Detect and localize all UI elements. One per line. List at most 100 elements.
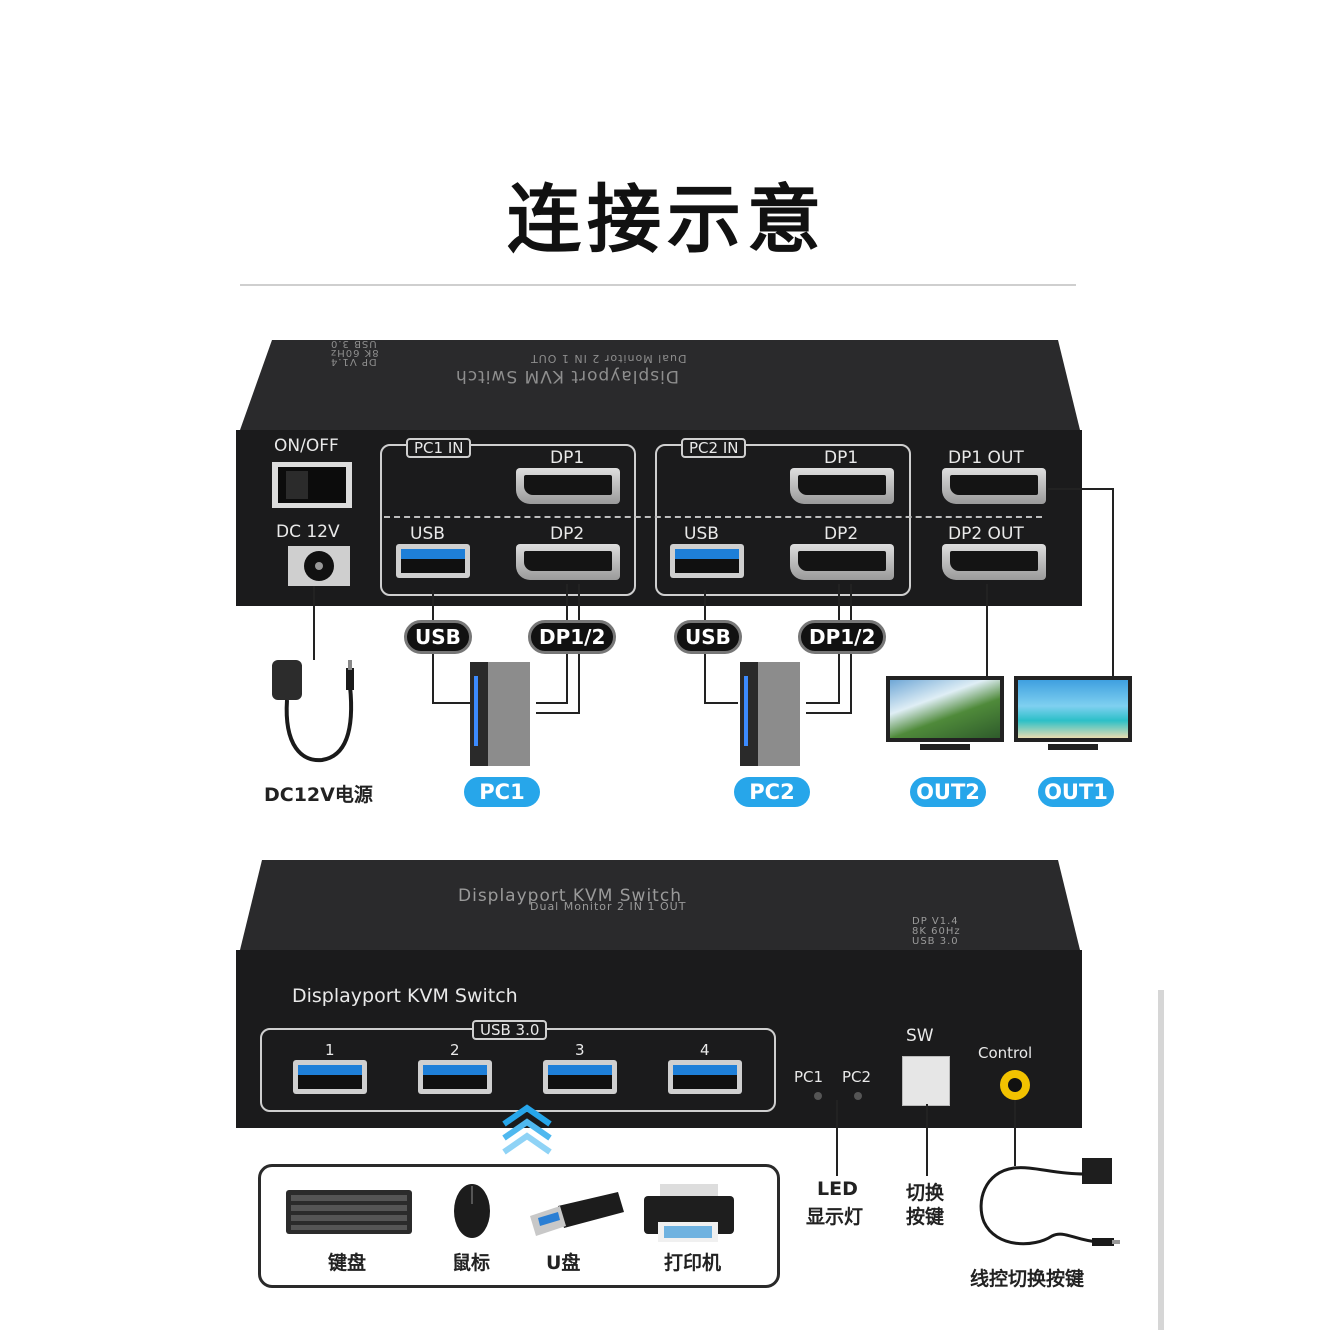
pc1-usb-label: USB [410, 524, 445, 544]
printer-caption: 打印机 [664, 1252, 722, 1274]
wired-remote-caption: 线控切换按键 [970, 1268, 1085, 1290]
dp2-out-label: DP2 OUT [948, 524, 1024, 544]
power-switch[interactable] [272, 462, 352, 508]
pc2-usb-port[interactable] [670, 544, 744, 578]
usb-hub-tag: USB 3.0 [472, 1020, 548, 1040]
pc1-usb-line-top [432, 590, 434, 620]
device2-front-title: Displayport KVM Switch [292, 985, 518, 1007]
pc2-dp-line-h1 [806, 702, 840, 704]
dp2-out-port[interactable] [942, 544, 1046, 580]
pc2-dp1-port[interactable] [790, 468, 894, 504]
led-pc1 [814, 1092, 822, 1100]
switch-line [926, 1104, 928, 1176]
chevron-up-icon [502, 1104, 552, 1155]
led-pc2-label: PC2 [842, 1068, 872, 1086]
pc1-usb-line-h [432, 702, 470, 704]
led-pc1-label: PC1 [794, 1068, 824, 1086]
pc2-dp-line-c [838, 648, 840, 704]
pc1-dp1-port[interactable] [516, 468, 620, 504]
usb-port-1[interactable] [293, 1060, 367, 1094]
pc2-dp-line-a [838, 584, 840, 620]
pc1-dp-line-a [566, 584, 568, 620]
on-off-label: ON/OFF [274, 436, 339, 456]
pc1-in-tag: PC1 IN [406, 438, 472, 458]
pc2-dp1-label: DP1 [824, 448, 859, 468]
device2-spec-1: DP V1.4 [912, 916, 959, 927]
led-line [836, 1100, 838, 1176]
pc1-tower-icon [470, 662, 530, 766]
usb-port-2-label: 2 [450, 1041, 460, 1059]
pc2-tower-icon [740, 662, 800, 766]
control-label: Control [978, 1044, 1033, 1062]
switch-caption-line2: 按键 [906, 1206, 945, 1228]
pc2-dp-connector: DP1/2 [798, 620, 887, 654]
pc1-dp-line-h2 [536, 712, 580, 714]
out2-caption: OUT2 [910, 777, 986, 807]
pc2-dp2-port[interactable] [790, 544, 894, 580]
usb-port-3[interactable] [543, 1060, 617, 1094]
pc1-dp2-port[interactable] [516, 544, 620, 580]
keyboard-icon [286, 1190, 412, 1234]
control-jack[interactable] [1000, 1070, 1030, 1100]
edge-strip [1158, 990, 1164, 1330]
power-adapter-icon [272, 660, 354, 763]
device1-top-subtitle: Dual Monitor 2 IN 1 OUT [530, 352, 687, 365]
led-caption-line2: 显示灯 [806, 1206, 864, 1228]
out1-monitor-stand [1048, 744, 1098, 750]
pc1-dp1-label: DP1 [550, 448, 585, 468]
power-cable-line [313, 586, 315, 660]
pc2-usb-line-h [704, 702, 738, 704]
wired-remote-icon [979, 1158, 1120, 1246]
pc2-in-group [655, 444, 911, 596]
dc-jack[interactable] [288, 546, 350, 586]
device2-top-name: Displayport KVM Switch [458, 886, 682, 906]
peripherals-box [258, 1164, 780, 1288]
out1-caption: OUT1 [1038, 777, 1114, 807]
pc1-caption: PC1 [464, 777, 540, 807]
dp1-out-port[interactable] [942, 468, 1046, 504]
pc1-usb-line [432, 648, 434, 704]
usb-drive-caption: U盘 [546, 1252, 581, 1274]
pc2-dp-line-h2 [806, 712, 852, 714]
device2-spec-2: 8K 60Hz [912, 926, 961, 937]
dp-divider [384, 516, 1042, 518]
usb-drive-icon [530, 1192, 624, 1236]
usb-port-1-label: 1 [325, 1041, 335, 1059]
pc1-dp2-label: DP2 [550, 524, 585, 544]
page-title: 连接示意 [507, 177, 827, 263]
usb-port-4[interactable] [668, 1060, 742, 1094]
printer-icon [644, 1184, 734, 1242]
usb-port-2[interactable] [418, 1060, 492, 1094]
out2-monitor-icon [886, 676, 1004, 742]
pc2-dp-line-d [850, 648, 852, 714]
usb-port-4-label: 4 [700, 1041, 710, 1059]
pc2-usb-line [704, 648, 706, 704]
device1-rear-panel [236, 430, 1082, 606]
led-caption-line1: LED [817, 1178, 858, 1200]
switch-button[interactable] [902, 1056, 950, 1106]
pc1-dp-line-d [578, 648, 580, 714]
pc1-dp-line-b [578, 584, 580, 620]
mouse-icon [454, 1184, 490, 1238]
pc2-usb-connector: USB [674, 620, 742, 654]
pc2-usb-label: USB [684, 524, 719, 544]
pc1-dp-line-c [566, 648, 568, 704]
out2-line [986, 584, 988, 676]
sw-label: SW [906, 1026, 934, 1046]
device1-spec-3: USB 3.0 [330, 338, 377, 349]
out1-line-h [1048, 488, 1114, 490]
dc-label: DC 12V [276, 522, 340, 542]
pc1-usb-connector: USB [404, 620, 472, 654]
power-caption: DC12V电源 [264, 784, 373, 806]
pc1-dp-line-h1 [536, 702, 568, 704]
pc2-caption: PC2 [734, 777, 810, 807]
dp1-out-label: DP1 OUT [948, 448, 1024, 468]
device2-top-surface [240, 860, 1080, 950]
out2-monitor-stand [920, 744, 970, 750]
out1-line-v [1112, 488, 1114, 676]
pc2-usb-line-top [704, 590, 706, 620]
pc1-usb-port[interactable] [396, 544, 470, 578]
title-divider [240, 284, 1076, 286]
device1-top-surface [240, 340, 1080, 430]
led-pc2 [854, 1092, 862, 1100]
